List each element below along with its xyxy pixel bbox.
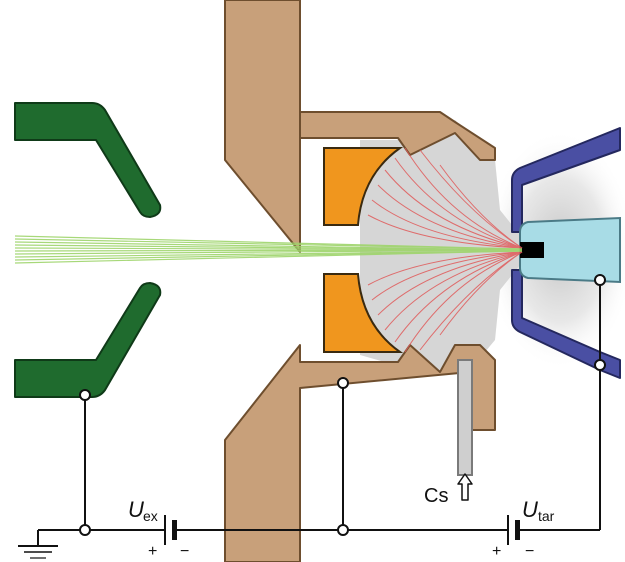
lower-housing xyxy=(224,344,496,562)
u-ex-minus: − xyxy=(180,543,189,560)
u-tar-plus: + xyxy=(492,543,501,560)
target-holder-upper xyxy=(511,127,621,233)
u-ex-subscript: ex xyxy=(143,508,158,524)
u-tar-minus: − xyxy=(525,543,534,560)
junction-nodes xyxy=(79,274,606,536)
cs-label: Cs xyxy=(424,485,448,507)
u-tar-subscript: tar xyxy=(538,508,555,524)
u-ex-symbol: U xyxy=(128,497,144,522)
u-tar-symbol: U xyxy=(522,497,538,522)
battery-target xyxy=(507,515,520,545)
upper-housing xyxy=(224,0,496,253)
ionizer-ring-upper xyxy=(323,147,404,226)
extractor-electrode-lower xyxy=(14,282,162,398)
u-ex-plus: + xyxy=(148,543,157,560)
target-sample xyxy=(520,242,544,258)
extractor-electrode-upper xyxy=(14,102,162,218)
battery-extraction xyxy=(164,515,177,545)
cs-trajectories xyxy=(367,147,523,353)
cs-arrow-icon xyxy=(457,473,473,501)
ionizer-ring-lower xyxy=(323,273,404,353)
ground-symbol xyxy=(18,545,58,559)
cs-feed-tube xyxy=(457,359,473,476)
ion-beam xyxy=(14,235,523,264)
ionization-chamber xyxy=(360,120,520,372)
sputter-target xyxy=(519,216,621,284)
